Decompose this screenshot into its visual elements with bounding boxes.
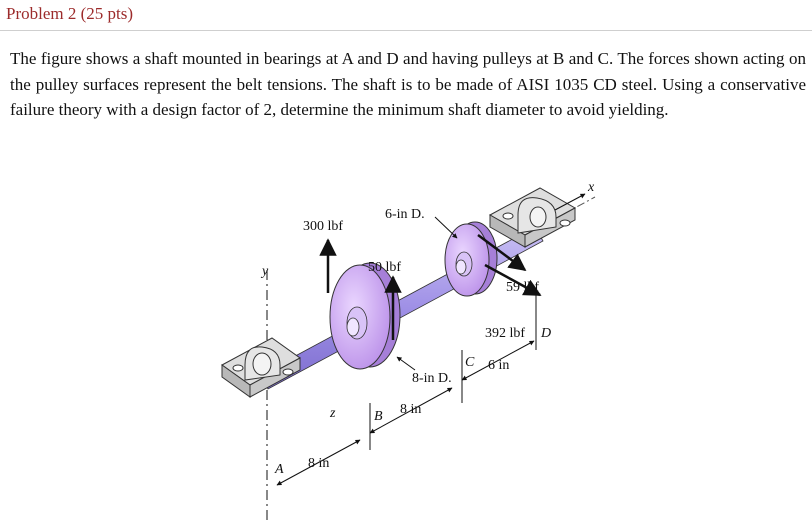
shaft-diagram: 300 lbf 50 lbf 59 lbf 392 lbf 6-in D. 8-… [221, 180, 596, 520]
pulley-b-diameter-label: 8-in D. [412, 371, 452, 386]
x-axis-arrow [554, 193, 586, 211]
problem-statement: The figure shows a shaft mounted in bear… [10, 49, 806, 119]
force-59-label: 59 lbf [506, 280, 539, 295]
leader-8in [396, 356, 416, 371]
dim-line-cd [461, 340, 535, 381]
pulley-c [444, 221, 498, 297]
point-c-label: C [465, 355, 475, 370]
force-59-arrow [477, 233, 527, 272]
pulley-b [329, 262, 401, 370]
point-b-label: B [374, 409, 383, 424]
bearing-d [488, 187, 577, 248]
force-50-label: 50 lbf [368, 260, 401, 275]
dim-ab-label: 8 in [308, 456, 329, 471]
dim-bc-label: 8 in [400, 402, 421, 417]
axis-y-label: y [260, 264, 269, 279]
problem-title: Problem 2 (25 pts) [6, 4, 134, 23]
axis-x-label: x [587, 180, 595, 195]
force-300-label: 300 lbf [303, 219, 343, 234]
force-392-label: 392 lbf [485, 326, 525, 341]
dim-cd-label: 6 in [488, 358, 509, 373]
shaft-figure: 300 lbf 50 lbf 59 lbf 392 lbf 6-in D. 8-… [200, 175, 810, 520]
point-d-label: D [540, 326, 551, 341]
bearing-a [221, 337, 301, 398]
leader-6in [434, 216, 458, 239]
dim-line-bc [369, 387, 453, 434]
force-392-arrow [484, 263, 542, 297]
dim-line-ab [276, 439, 361, 486]
point-a-label: A [274, 462, 284, 477]
pulley-c-diameter-label: 6-in D. [385, 207, 425, 222]
axis-z-label: z [329, 406, 336, 421]
title-divider [0, 30, 812, 31]
